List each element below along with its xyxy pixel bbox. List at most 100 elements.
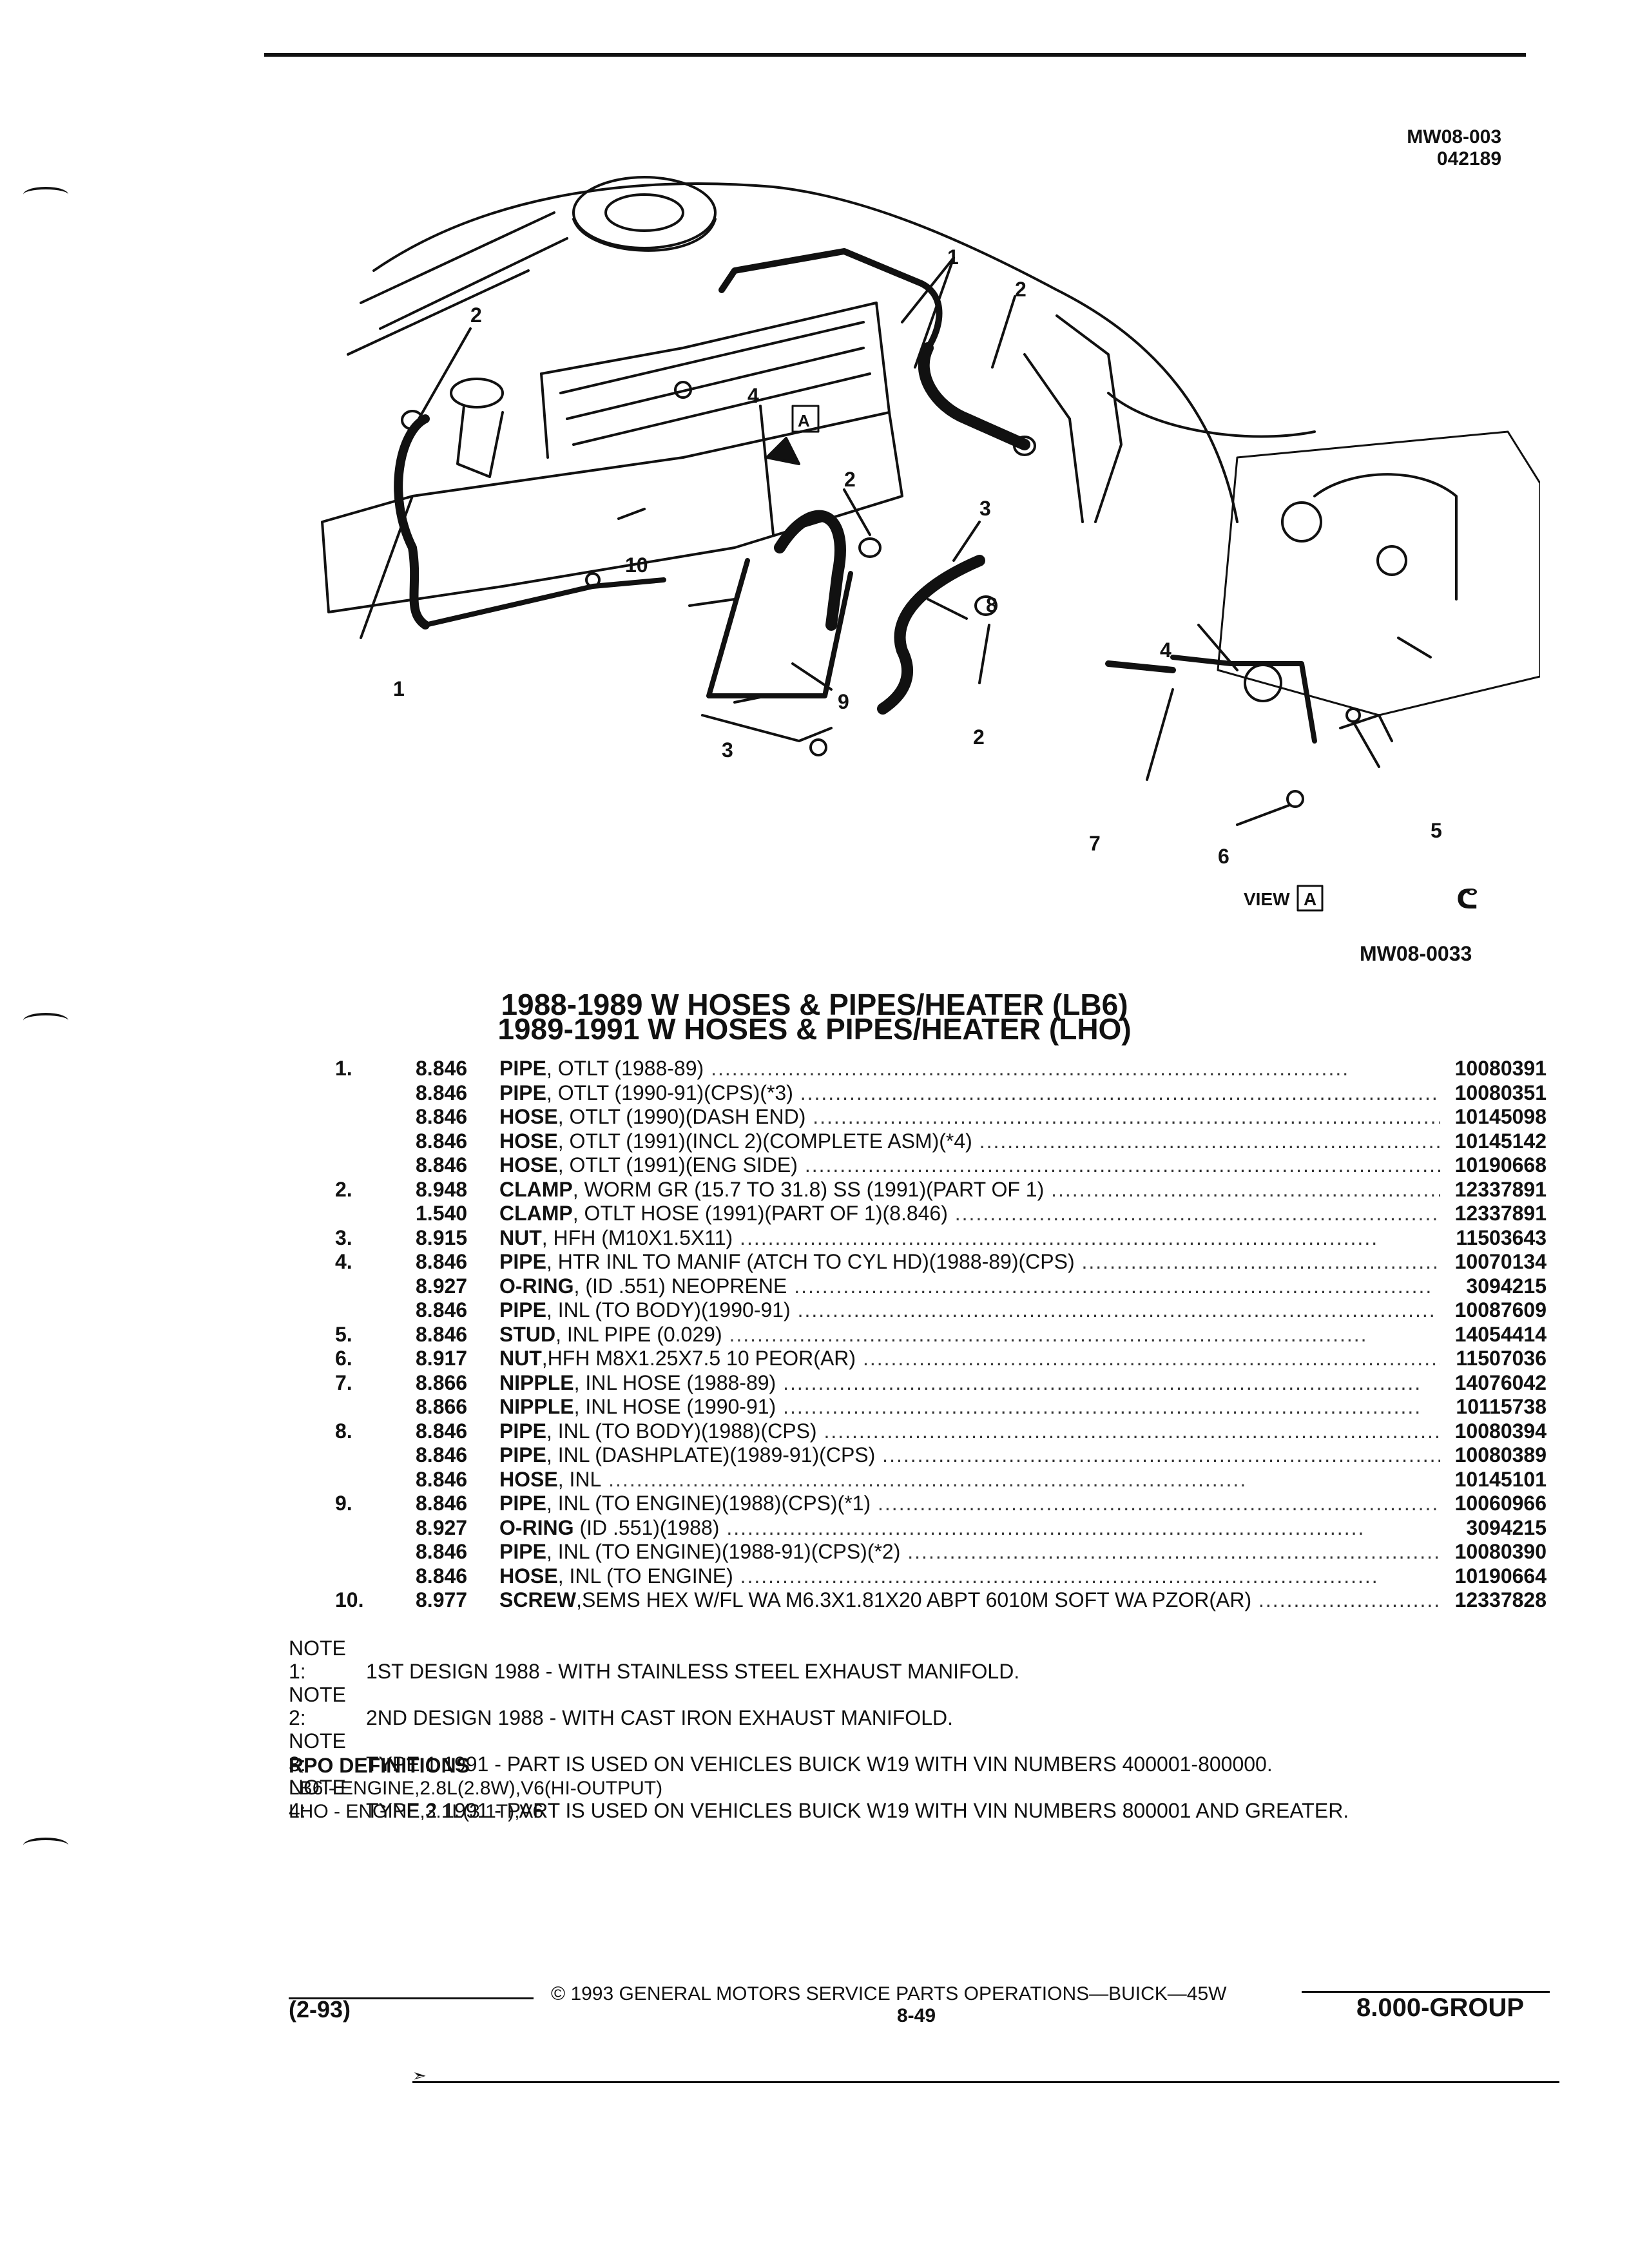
inlet-hose — [774, 510, 846, 631]
item-number: 3. — [335, 1225, 352, 1249]
group-number: 8.927 — [416, 1274, 468, 1298]
rpo-heading: RPO DEFINITIONS — [289, 1754, 470, 1777]
svg-text:8: 8 — [986, 593, 998, 617]
note-row: NOTE 3:TYPE 1 1991 - PART IS USED ON VEH… — [289, 1729, 1349, 1776]
part-description: SCREW,SEMS HEX W/FL WA M6.3X1.81X20 ABPT… — [499, 1588, 1440, 1612]
part-description: NUT,HFH M8X1.25X7.5 10 PEOR(AR) ........… — [499, 1347, 1440, 1370]
view-label: VIEW — [1244, 889, 1290, 909]
reference-code: MW08-003 042189 — [1289, 126, 1501, 170]
group-number: 8.846 — [416, 1298, 468, 1321]
group-number: 8.846 — [416, 1419, 468, 1443]
leader-dots: ........................................… — [733, 1225, 1379, 1249]
group-number: 8.846 — [416, 1153, 468, 1177]
strut-tower — [572, 176, 717, 249]
group-number: 8.866 — [416, 1395, 468, 1418]
part-number: 12337828 — [1454, 1588, 1547, 1611]
part-spec: , OTLT (1990-91)(CPS)(*3) — [546, 1081, 793, 1104]
part-name: PIPE — [499, 1419, 546, 1443]
part-name: HOSE — [499, 1564, 558, 1588]
leader-dots: ........................................… — [1258, 1588, 1440, 1611]
svg-text:7: 7 — [1089, 832, 1101, 855]
part-name: CLAMP — [499, 1177, 573, 1201]
leader-dots: ........................................… — [954, 1202, 1440, 1225]
part-row: 8.866 NIPPLE, INL HOSE (1990-91) ........… — [322, 1395, 1547, 1419]
part-spec: (ID .551)(1988) — [574, 1515, 720, 1539]
part-number: 11503643 — [1456, 1225, 1547, 1249]
part-description: HOSE, INL (TO ENGINE) ..................… — [499, 1564, 1440, 1588]
svg-text:4: 4 — [1160, 639, 1171, 662]
part-description: PIPE, HTR INL TO MANIF (ATCH TO CYL HD)(… — [499, 1250, 1440, 1274]
part-number: 10145101 — [1454, 1467, 1547, 1491]
item-number: 5. — [335, 1322, 352, 1346]
svg-text:2: 2 — [1015, 278, 1027, 301]
part-spec: ,SEMS HEX W/FL WA M6.3X1.81X20 ABPT 6010… — [576, 1588, 1252, 1611]
part-number: 12337891 — [1454, 1177, 1547, 1201]
part-spec: , INL HOSE (1990-91) — [574, 1395, 776, 1418]
leader-dots: ........................................… — [722, 1322, 1368, 1346]
leader-dots: ........................................… — [733, 1564, 1379, 1588]
rpo-line: LHO - ENGINE,3.1L(3.1T),V6 — [289, 1801, 544, 1822]
part-description: CLAMP, WORM GR (15.7 TO 31.8) SS (1991)(… — [499, 1178, 1440, 1202]
engine-block — [321, 411, 903, 613]
part-spec: , OTLT HOSE (1991)(PART OF 1)(8.846) — [572, 1202, 948, 1225]
note-label: NOTE 3: — [289, 1729, 346, 1776]
part-spec: , OTLT (1988-89) — [546, 1057, 704, 1080]
part-spec: , INL (DASHPLATE)(1989-91)(CPS) — [546, 1443, 876, 1466]
note-label: NOTE 2: — [289, 1683, 346, 1729]
part-number: 10080394 — [1454, 1419, 1547, 1443]
page-title-line1: 1988-1989 W HOSES & PIPES/HEATER (LB6) — [501, 988, 1128, 1021]
group-label: 8.000-GROUP — [1356, 1994, 1525, 2022]
part-name: HOSE — [499, 1467, 558, 1491]
note-text: 2ND DESIGN 1988 - WITH CAST IRON EXHAUST… — [366, 1706, 953, 1729]
svg-text:1: 1 — [947, 245, 959, 269]
item-number: 6. — [335, 1347, 352, 1370]
copyright-line: © 1993 GENERAL MOTORS SERVICE PARTS OPER… — [551, 1983, 1227, 2004]
part-description: STUD, INL PIPE (0.029) .................… — [499, 1323, 1440, 1347]
part-spec: , INL (TO ENGINE)(1988)(CPS)(*1) — [546, 1492, 871, 1515]
rpo-line: LB6 - ENGINE,2.8L(2.8W),V6(HI-OUTPUT) — [289, 1778, 663, 1799]
part-description: NIPPLE, INL HOSE (1990-91) .............… — [499, 1395, 1440, 1419]
part-spec: , INL (TO ENGINE) — [557, 1564, 733, 1588]
part-number: 10080351 — [1454, 1081, 1547, 1104]
svg-text:9: 9 — [838, 690, 849, 713]
revision-code: (2-93) — [289, 1996, 351, 2023]
part-name: STUD — [499, 1322, 556, 1346]
firewall — [1055, 314, 1123, 523]
svg-text:10: 10 — [625, 553, 648, 577]
part-name: PIPE — [499, 1492, 546, 1515]
margin-mark — [23, 1838, 68, 1853]
part-number: 10080390 — [1454, 1540, 1547, 1563]
part-spec: , OTLT (1990)(DASH END) — [557, 1105, 806, 1128]
footer-rule-right — [1302, 1991, 1550, 1993]
leader-dots: ........................................… — [1081, 1250, 1441, 1273]
part-number: 10080391 — [1454, 1057, 1547, 1080]
part-number: 14054414 — [1454, 1322, 1547, 1346]
part-number: 10070134 — [1454, 1250, 1547, 1273]
svg-text:2: 2 — [844, 468, 856, 491]
leader-dots: ........................................… — [719, 1515, 1365, 1539]
part-description: PIPE, INL (TO ENGINE)(1988-91)(CPS)(*2) … — [499, 1540, 1440, 1564]
top-rule — [264, 53, 1526, 57]
leader-dots: ........................................… — [805, 1105, 1440, 1128]
leader-dots: ........................................… — [601, 1467, 1248, 1491]
svg-text:A: A — [1304, 889, 1316, 909]
part-number: 10190664 — [1454, 1564, 1547, 1588]
group-number: 8.846 — [416, 1540, 468, 1563]
footer-rule-left — [289, 1997, 534, 1999]
group-number: 8.846 — [416, 1492, 468, 1515]
leader-dots: ........................................… — [704, 1057, 1350, 1080]
ref-code: MW08-003 — [1407, 126, 1501, 148]
part-name: SCREW — [499, 1588, 577, 1611]
item-number: 2. — [335, 1177, 352, 1201]
part-name: NUT — [499, 1225, 542, 1249]
